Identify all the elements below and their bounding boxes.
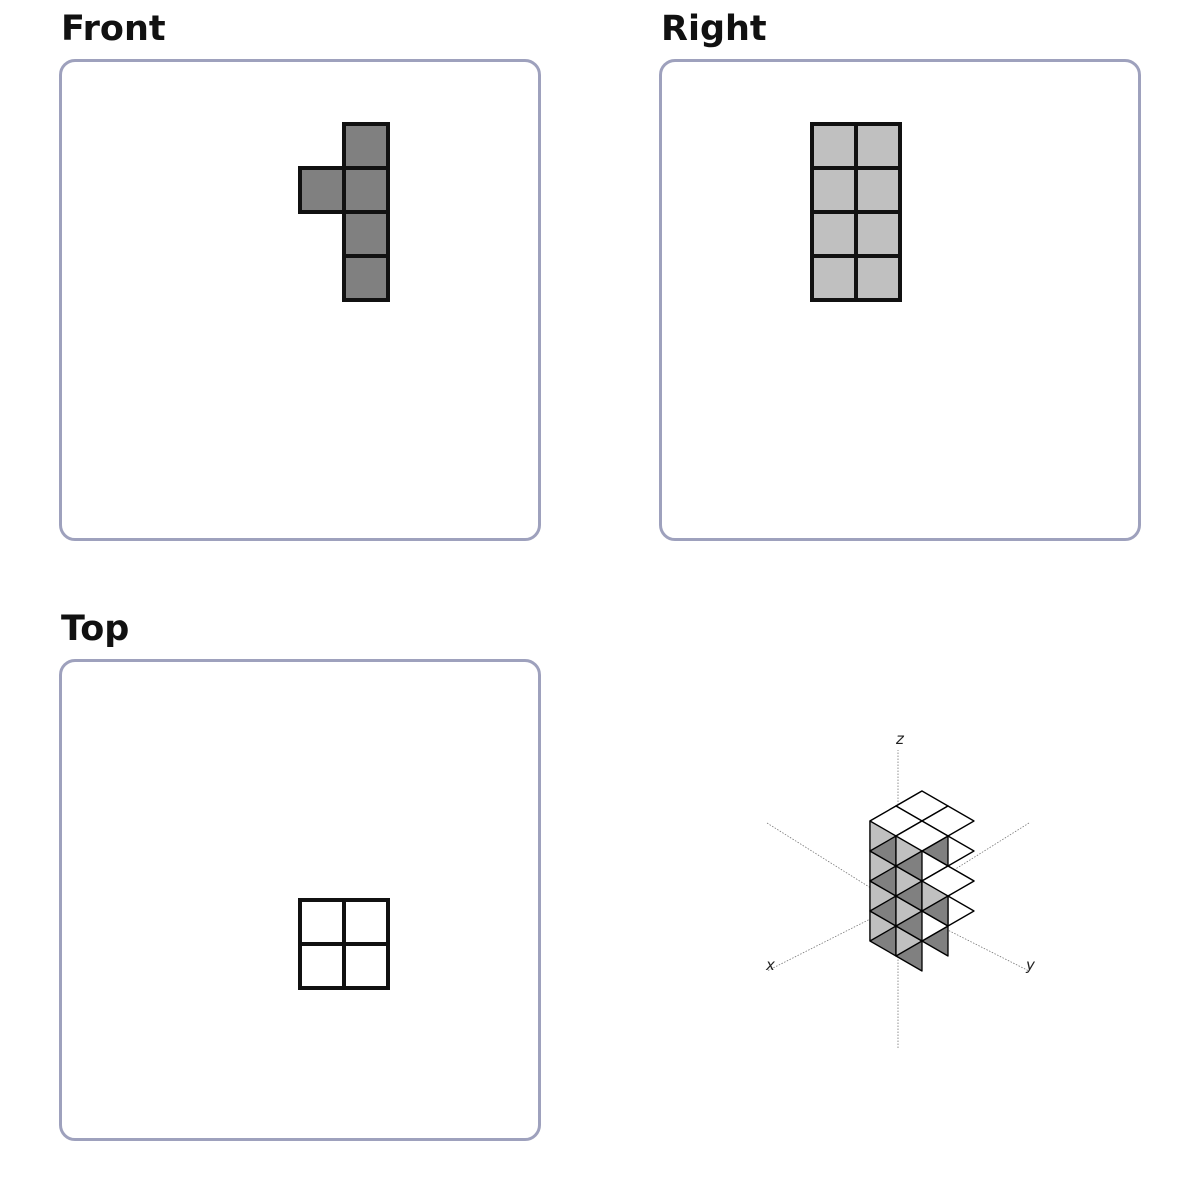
right-view-cell-0 bbox=[810, 122, 858, 170]
top-view-panel bbox=[59, 659, 541, 1141]
right-view-title: Right bbox=[661, 9, 767, 49]
right-view-drawing bbox=[810, 122, 902, 302]
x-axis-label: x bbox=[765, 956, 775, 974]
y-axis-label: y bbox=[1025, 956, 1036, 974]
top-view-drawing bbox=[298, 898, 390, 990]
front-view-title: Front bbox=[61, 9, 166, 49]
front-view-panel bbox=[59, 59, 541, 541]
front-view-drawing bbox=[298, 122, 390, 302]
iso-cube-15-top-face bbox=[895, 820, 949, 852]
top-view-cell-3 bbox=[342, 942, 390, 990]
right-view-cell-7 bbox=[854, 254, 902, 302]
right-view-cell-5 bbox=[854, 210, 902, 258]
right-view-cell-4 bbox=[810, 210, 858, 258]
front-view-cell-0 bbox=[342, 122, 390, 170]
right-view-panel bbox=[659, 59, 1141, 541]
z-axis-label: z bbox=[895, 730, 905, 748]
front-view-cell-4 bbox=[342, 254, 390, 302]
front-view-cell-1 bbox=[298, 166, 346, 214]
right-view-cell-6 bbox=[810, 254, 858, 302]
iso-cube-16-top-face bbox=[921, 865, 975, 897]
isometric-cubes bbox=[869, 790, 975, 972]
top-view-title: Top bbox=[61, 609, 130, 649]
right-view-cell-2 bbox=[810, 166, 858, 214]
